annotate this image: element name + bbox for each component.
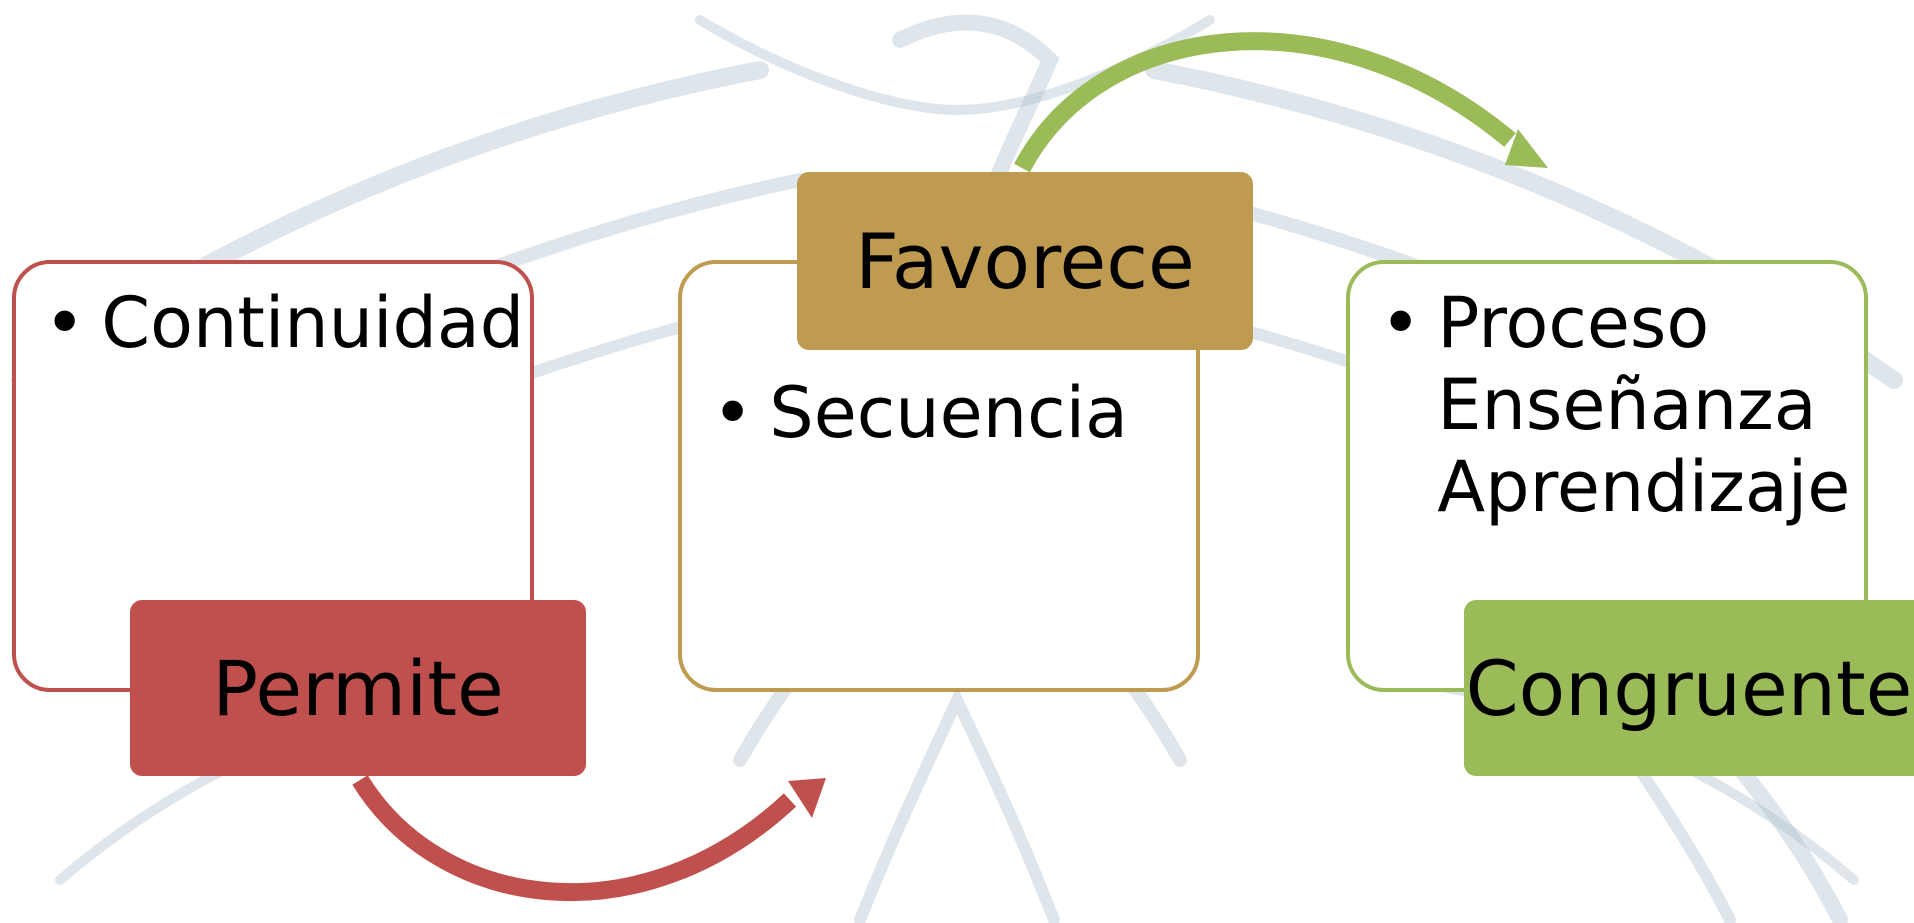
stage-1-bullet: • Continuidad: [44, 282, 524, 364]
bullet-line: Aprendizaje: [1437, 446, 1851, 528]
bullet-line: Enseñanza: [1437, 364, 1817, 446]
stage-3-bullet: • Proceso Enseñanza Aprendizaje: [1380, 282, 1850, 528]
stage-3-tag: Congruente: [1464, 600, 1914, 776]
bullet-dot: •: [712, 372, 754, 454]
bullet-text: Continuidad: [101, 282, 525, 364]
tag-label: Favorece: [855, 216, 1195, 306]
bullet-dot: •: [44, 282, 86, 364]
bullet-text: Proceso Enseñanza Aprendizaje: [1437, 282, 1850, 528]
stage-2-bullet: • Secuencia: [712, 372, 1128, 454]
stage-1-tag: Permite: [130, 600, 586, 776]
stage-2-tag: Favorece: [797, 172, 1253, 350]
bullet-dot: •: [1380, 282, 1422, 364]
bullet-text: Secuencia: [769, 372, 1128, 454]
bullet-line: Proceso: [1437, 282, 1710, 364]
tag-label: Permite: [212, 643, 504, 733]
tag-label: Congruente: [1465, 643, 1913, 733]
